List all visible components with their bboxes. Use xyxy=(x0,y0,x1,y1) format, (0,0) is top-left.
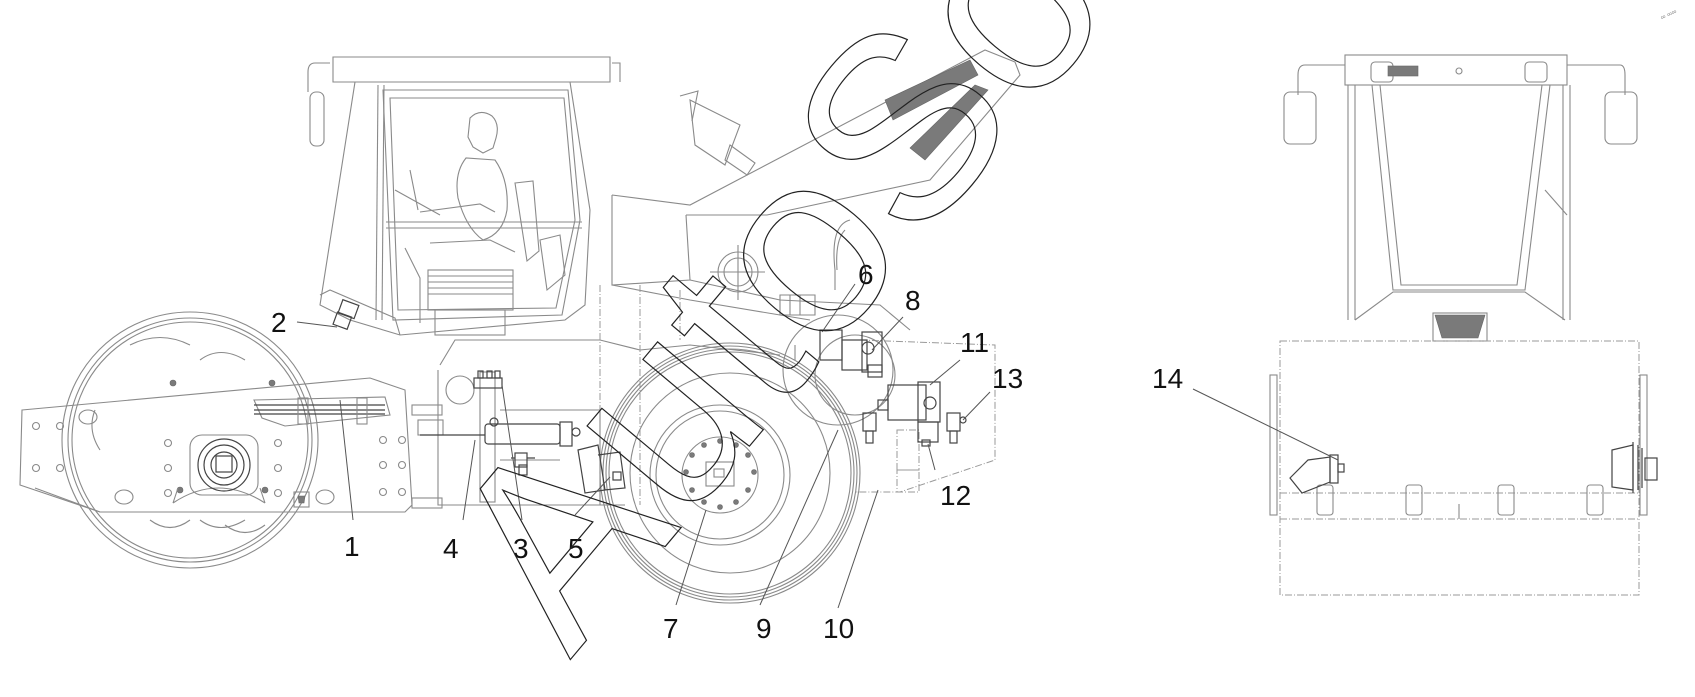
callout-5: 5 xyxy=(568,533,584,564)
callout-8: 8 xyxy=(905,285,921,316)
callout-4: 4 xyxy=(443,533,459,564)
component-11-pump xyxy=(877,381,941,423)
component-4-valve-block xyxy=(473,370,503,389)
frame-bolt-holes xyxy=(31,409,407,505)
engine-hood xyxy=(611,49,1021,331)
callout-13: 13 xyxy=(992,363,1023,394)
component-9-valve xyxy=(862,412,877,444)
hood-grille xyxy=(884,59,989,161)
corner-mark: ∞ ∞∞ xyxy=(1660,8,1678,21)
callout-labels: 2 1 4 3 5 6 8 7 9 10 11 12 13 14 xyxy=(271,259,1183,644)
callout-3: 3 xyxy=(513,533,529,564)
wheel-lug-bolts xyxy=(683,438,757,510)
rear-frame xyxy=(794,339,996,493)
callout-9: 9 xyxy=(756,613,772,644)
air-filter xyxy=(679,90,756,176)
rear-drive-hub xyxy=(1611,442,1658,493)
component-12-valve xyxy=(917,421,939,447)
component-13-valve xyxy=(946,412,967,444)
rear-view xyxy=(1269,54,1658,596)
front-drum xyxy=(61,311,319,569)
component-7-wheel-motor xyxy=(705,461,735,487)
component-3-valve xyxy=(511,452,535,476)
components-6-8-pumps xyxy=(782,314,896,426)
watermark-text: AutoSoft xyxy=(391,0,1255,692)
rear-body xyxy=(1269,340,1658,596)
watermark: AutoSoft xyxy=(390,0,1255,697)
component-5-motor xyxy=(577,444,626,494)
component-1-vibration-motor xyxy=(253,396,391,427)
callout-14: 14 xyxy=(1152,363,1183,394)
callout-1: 1 xyxy=(344,531,360,562)
callout-7: 7 xyxy=(663,613,679,644)
operator-figure xyxy=(404,111,516,323)
callout-10: 10 xyxy=(823,613,854,644)
callout-2: 2 xyxy=(271,307,287,338)
front-frame xyxy=(19,377,444,513)
operator-seat xyxy=(427,180,540,336)
side-view xyxy=(19,49,1021,604)
chassis xyxy=(437,285,781,506)
callout-11: 11 xyxy=(960,327,989,358)
component-14-motor xyxy=(1289,454,1345,494)
callout-12: 12 xyxy=(940,480,971,511)
rear-wheel xyxy=(599,342,861,604)
leader-lines xyxy=(296,283,1339,609)
component-2-sensor xyxy=(332,298,360,331)
cab xyxy=(307,56,621,336)
callout-6: 6 xyxy=(858,259,874,290)
rear-cab xyxy=(1283,54,1638,342)
component-4-steering-cylinder xyxy=(420,417,581,447)
